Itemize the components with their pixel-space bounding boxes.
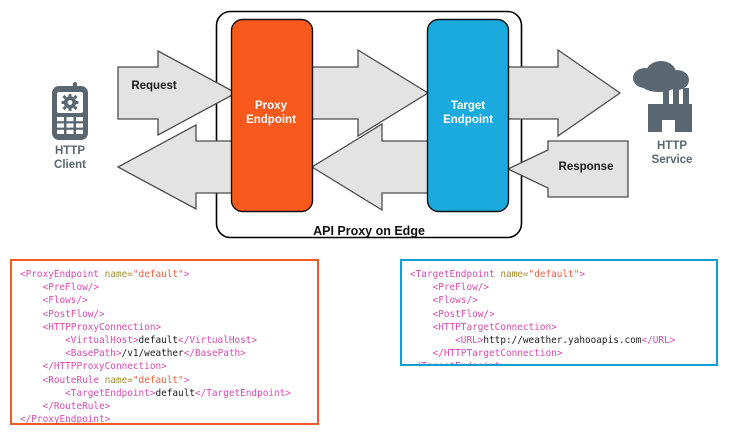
api-proxy-diagram [52,10,692,239]
proxy-to-target-arrow [311,48,430,138]
code-line: </RouteRule> [42,401,111,413]
http-client-icon [52,82,88,140]
code-line: <ProxyEndpoint name="default"> [20,269,190,280]
code-line: <HTTPProxyConnection> [42,321,162,333]
code-line: <Flows/> [42,295,88,307]
proxy-endpoint-code-block: <ProxyEndpoint name="default"> <PreFlow/… [10,259,319,425]
code-line: <PreFlow/> [42,282,100,294]
client-return-arrow [116,123,237,211]
code-line: <RouteRule name="default"> [42,374,190,386]
code-line: <TargetEndpoint name="default"> [410,269,586,280]
code-line: <PostFlow/> [432,308,495,320]
code-line: <BasePath>/v1/weather</BasePath> [65,348,246,360]
code-line: </HTTPTargetConnection> [432,348,563,360]
target-endpoint-code-block: <TargetEndpoint name="default"> <PreFlow… [400,259,718,366]
code-line: </TargetEndpoint> [410,360,716,364]
target-to-service-arrow [507,48,622,138]
response-arrow [506,140,629,198]
http-service-icon [633,61,692,132]
request-arrow [117,49,238,137]
code-line: <TargetEndpoint>default</TargetEndpoint> [65,387,291,399]
target-endpoint-box[interactable] [426,18,510,213]
code-line: </HTTPProxyConnection> [42,361,167,373]
code-line: <PreFlow/> [432,282,490,294]
code-line: <PostFlow/> [42,308,105,320]
code-line: <VirtualHost>default</VirtualHost> [65,335,258,347]
code-line: <URL>http://weather.yahooapis.com</URL> [455,335,676,347]
code-line: <HTTPTargetConnection> [432,321,557,333]
code-line: <Flows/> [432,295,478,307]
proxy-endpoint-box[interactable] [230,18,314,213]
code-line: </ProxyEndpoint> [20,414,111,425]
target-to-proxy-arrow [310,122,429,212]
